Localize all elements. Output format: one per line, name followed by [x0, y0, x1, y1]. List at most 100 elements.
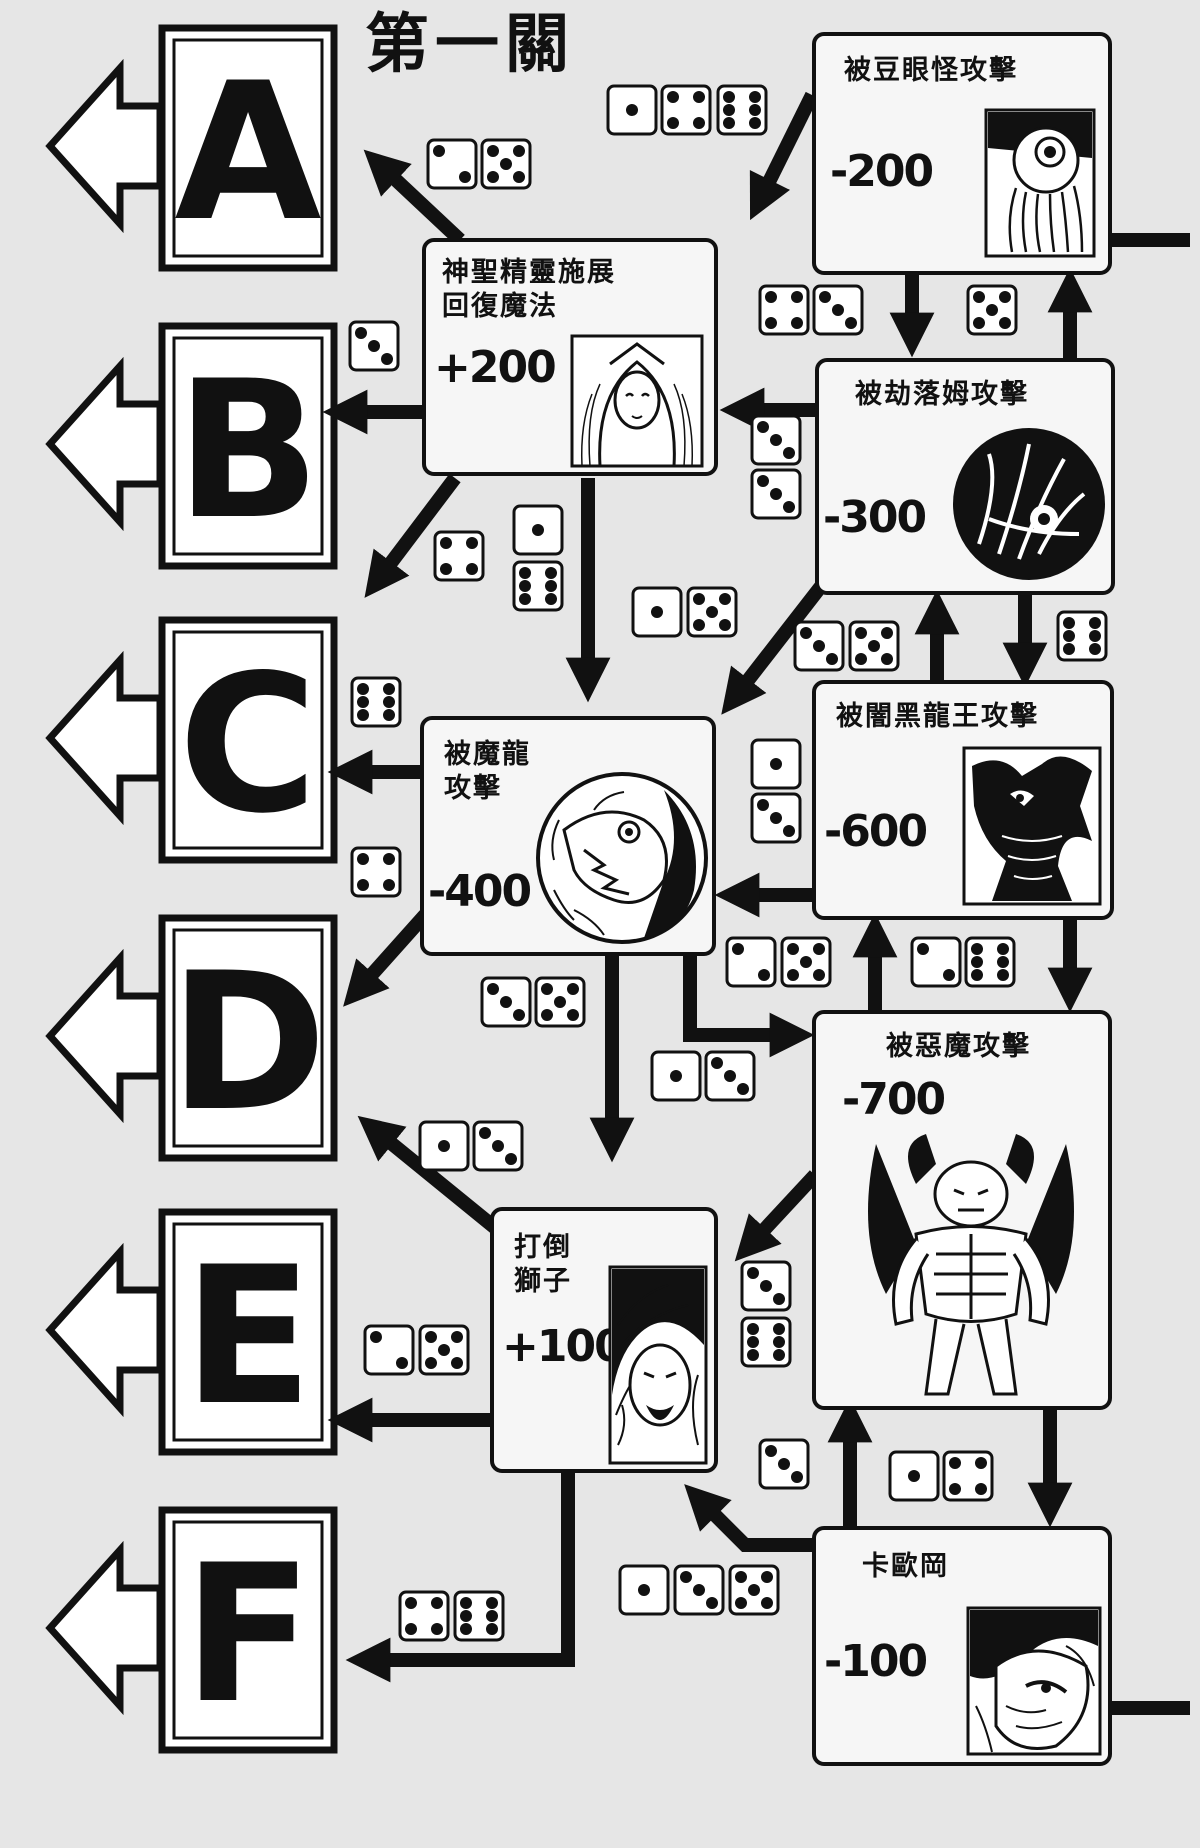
die-3-icon: [750, 414, 802, 466]
kaoh-monster-icon: [966, 1606, 1102, 1756]
card-value: -300: [823, 492, 927, 543]
die-1-icon: [631, 586, 683, 638]
die-4-icon: [758, 284, 810, 336]
die-2-icon: [910, 936, 962, 988]
exit-letter: F: [183, 1524, 313, 1745]
die-5-icon: [418, 1324, 470, 1376]
die-3-icon: [793, 620, 845, 672]
die-4-icon: [433, 530, 485, 582]
die-5-icon: [848, 620, 900, 672]
die-5-icon: [780, 936, 832, 988]
card-value: +200: [434, 342, 557, 393]
die-3-icon: [750, 468, 802, 520]
die-2-icon: [725, 936, 777, 988]
exit-arrow-icon: [45, 1540, 164, 1716]
die-5-icon: [966, 284, 1018, 336]
exit-letter: A: [174, 42, 321, 263]
die-6-icon: [964, 936, 1016, 988]
exit-sign-d: D: [45, 914, 338, 1162]
die-2-icon: [363, 1324, 415, 1376]
card-label: 被豆眼怪攻擊: [844, 55, 1018, 86]
arrow-devil-to-lion: [734, 1170, 821, 1262]
card-value: -100: [824, 1636, 928, 1687]
die-4-icon: [660, 84, 712, 136]
die-1-icon: [888, 1450, 940, 1502]
die-4-icon: [350, 846, 402, 898]
card-value: +100: [502, 1321, 625, 1372]
die-1-icon: [650, 1050, 702, 1102]
die-3-icon: [812, 284, 864, 336]
card-label: 神聖精靈施展 回復魔法: [442, 257, 616, 322]
die-3-icon: [673, 1564, 725, 1616]
winged-devil-icon: [868, 1134, 1074, 1396]
card-kaoh: 卡歐岡 -100: [812, 1526, 1112, 1766]
die-5-icon: [480, 138, 532, 190]
arrow-eye-to-holy: [749, 91, 819, 221]
exit-arrow-icon: [45, 1242, 164, 1418]
card-label: 被劫落姆攻擊: [855, 379, 1029, 410]
eyeball-monster-icon: [984, 108, 1096, 258]
arrow-lion-to-d: [357, 1115, 515, 1246]
card-glom: 被劫落姆攻擊 -300: [815, 358, 1115, 595]
card-holy-spirit: 神聖精靈施展 回復魔法 +200: [422, 238, 718, 476]
die-6-icon: [453, 1590, 505, 1642]
exit-sign-a: A: [45, 24, 338, 272]
stage-title: 第一關: [365, 7, 575, 82]
die-1-icon: [618, 1564, 670, 1616]
exit-arrow-icon: [45, 650, 164, 826]
arrow-kaoh-to-lion: [684, 1484, 820, 1552]
exit-letter: C: [178, 634, 317, 855]
card-value: -700: [842, 1074, 946, 1125]
arrow-holy-to-c: [364, 473, 461, 598]
card-label: 打倒 獅子: [514, 1232, 572, 1297]
die-6-icon: [512, 560, 564, 612]
spirit-fairy-icon: [570, 334, 704, 468]
die-3-icon: [740, 1260, 792, 1312]
exit-sign-b: B: [45, 322, 338, 570]
lion-icon: [608, 1265, 708, 1465]
card-value: -200: [830, 146, 934, 197]
die-3-icon: [750, 792, 802, 844]
die-6-icon: [1056, 610, 1108, 662]
card-label: 被闇黑龍王攻擊: [836, 701, 1039, 732]
exit-arrow-icon: [45, 948, 164, 1124]
exit-letter: D: [169, 932, 327, 1153]
die-3-icon: [348, 320, 400, 372]
die-2-icon: [426, 138, 478, 190]
die-6-icon: [350, 676, 402, 728]
exit-sign-f: F: [45, 1506, 338, 1754]
arrow-dragon-to-devil: [683, 955, 815, 1058]
die-5-icon: [728, 1564, 780, 1616]
die-3-icon: [480, 976, 532, 1028]
exit-arrow-icon: [45, 356, 164, 532]
die-1-icon: [750, 738, 802, 790]
die-5-icon: [686, 586, 738, 638]
exit-arrow-icon: [45, 58, 164, 234]
die-3-icon: [758, 1438, 810, 1490]
die-3-icon: [704, 1050, 756, 1102]
card-lion: 打倒 獅子 +100: [490, 1207, 718, 1473]
exit-sign-c: C: [45, 616, 338, 864]
die-6-icon: [716, 84, 768, 136]
die-6-icon: [740, 1316, 792, 1368]
die-1-icon: [512, 504, 564, 556]
card-devil: 被惡魔攻擊 -700: [812, 1010, 1112, 1410]
arrow-dragon-to-d: [343, 910, 431, 1007]
arrow-holy-to-a: [363, 149, 465, 246]
die-4-icon: [942, 1450, 994, 1502]
die-4-icon: [398, 1590, 450, 1642]
exit-sign-e: E: [45, 1208, 338, 1456]
dark-dragon-king-icon: [962, 746, 1102, 906]
card-value: -600: [824, 806, 928, 857]
die-3-icon: [472, 1120, 524, 1172]
card-label: 被魔龍 攻擊: [444, 739, 531, 804]
card-dark-dragon: 被闇黑龍王攻擊 -600: [812, 680, 1114, 920]
card-demon-dragon: 被魔龍 攻擊 -400: [420, 716, 716, 956]
arrow-glom-to-dragon: [721, 580, 828, 715]
exit-letter: B: [176, 340, 321, 561]
exit-letter: E: [183, 1226, 313, 1447]
tentacle-monster-icon: [953, 428, 1105, 580]
card-eye-monster: 被豆眼怪攻擊 -200: [812, 32, 1112, 275]
demon-dragon-icon: [536, 772, 708, 944]
